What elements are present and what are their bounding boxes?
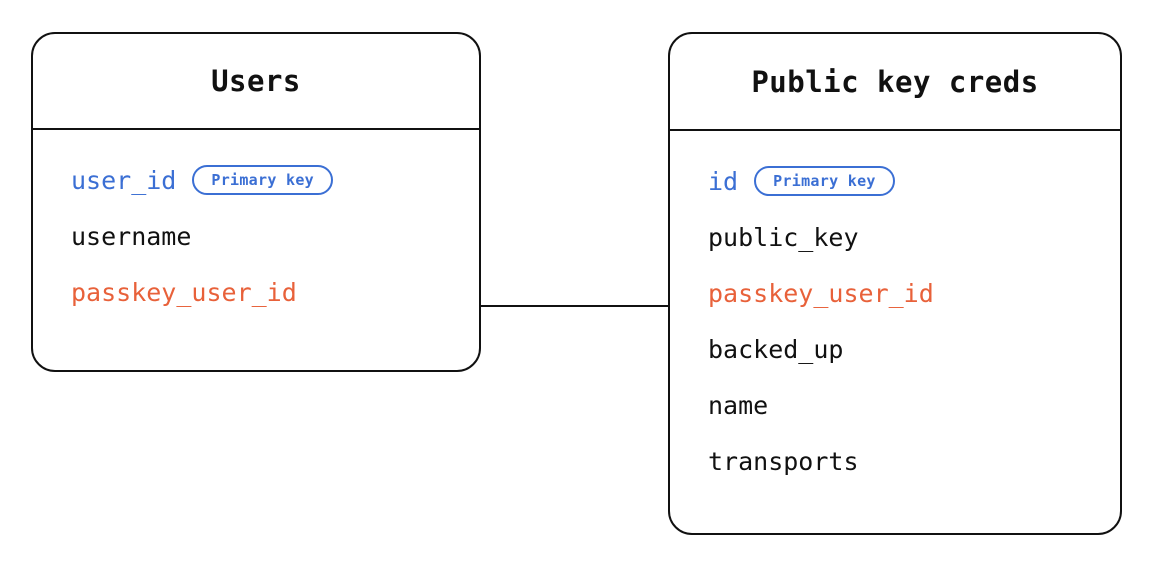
attribute-name-passkey_user_id: passkey_user_id <box>71 277 297 307</box>
attribute-name-id: id <box>708 166 739 196</box>
attribute-name-name: name <box>708 390 769 420</box>
attribute-row[interactable]: passkey_user_id <box>670 265 1120 321</box>
attribute-row[interactable]: backed_up <box>670 321 1120 377</box>
attribute-row[interactable]: user_id Primary key <box>33 152 479 208</box>
attribute-row[interactable]: transports <box>670 433 1120 489</box>
attribute-name-user_id: user_id <box>71 165 177 195</box>
primary-key-badge: Primary key <box>754 166 895 196</box>
attribute-name-backed_up: backed_up <box>708 334 844 364</box>
attribute-row[interactable]: name <box>670 377 1120 433</box>
attribute-name-passkey_user_id: passkey_user_id <box>708 278 934 308</box>
entity-header-public_key_creds: Public key creds <box>670 34 1120 131</box>
attribute-name-transports: transports <box>708 446 859 476</box>
entity-title-users: Users <box>211 64 301 98</box>
attribute-row[interactable]: passkey_user_id <box>33 264 479 320</box>
attribute-name-username: username <box>71 221 192 251</box>
attribute-row[interactable]: id Primary key <box>670 153 1120 209</box>
entity-header-users: Users <box>33 34 479 130</box>
attribute-row[interactable]: public_key <box>670 209 1120 265</box>
primary-key-badge: Primary key <box>192 165 333 195</box>
relationship-line-users-to-public-key-creds <box>481 305 669 307</box>
attribute-name-public_key: public_key <box>708 222 859 252</box>
entity-title-public_key_creds: Public key creds <box>751 64 1039 99</box>
attribute-row[interactable]: username <box>33 208 479 264</box>
